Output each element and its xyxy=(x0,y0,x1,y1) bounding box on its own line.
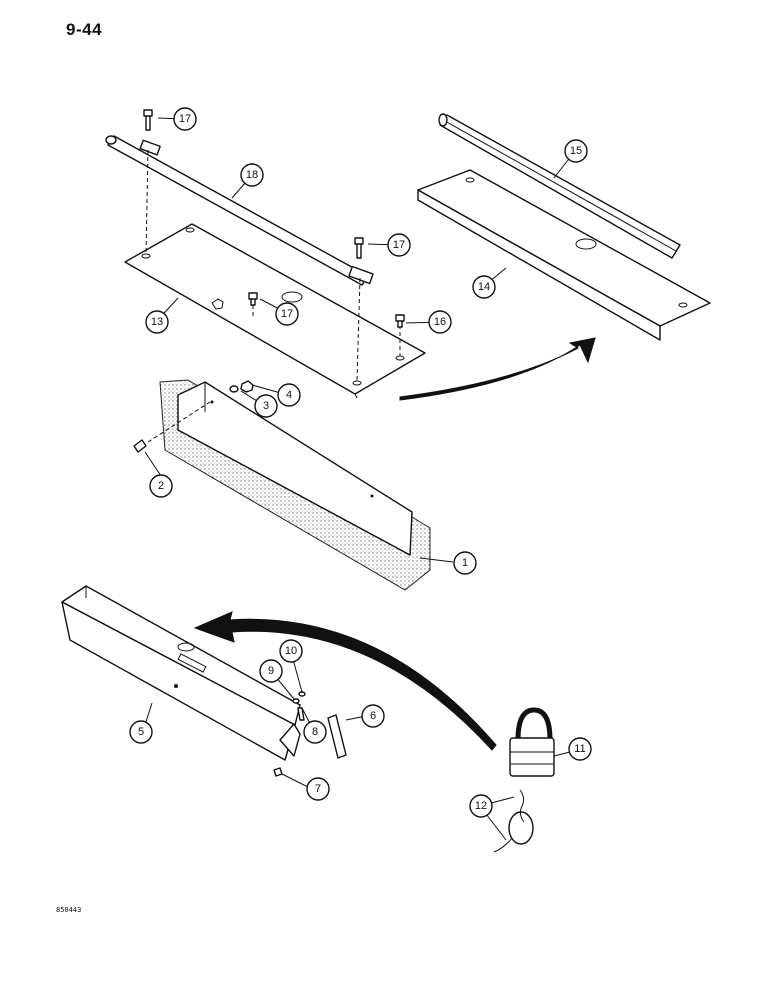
callout-5: 5 xyxy=(129,720,153,744)
callout-17-top: 17 xyxy=(173,107,197,131)
svg-text:17: 17 xyxy=(281,308,293,320)
svg-text:4: 4 xyxy=(286,389,292,401)
callout-17-right: 17 xyxy=(387,233,411,257)
svg-text:11: 11 xyxy=(574,743,585,755)
callout-4: 4 xyxy=(277,383,301,407)
callout-10: 10 xyxy=(279,639,303,663)
svg-text:13: 13 xyxy=(151,316,163,328)
screw-nut-washer xyxy=(133,380,254,453)
channel-bracket xyxy=(417,169,711,341)
mounting-plate xyxy=(124,223,426,399)
chain-link xyxy=(493,789,534,853)
callout-18: 18 xyxy=(240,163,264,187)
svg-text:1: 1 xyxy=(462,557,468,569)
svg-text:10: 10 xyxy=(285,645,297,657)
svg-text:17: 17 xyxy=(393,239,405,251)
svg-text:8: 8 xyxy=(312,726,318,738)
cover xyxy=(61,585,301,761)
callout-15: 15 xyxy=(564,139,588,163)
callout-12: 12 xyxy=(469,794,493,818)
svg-text:7: 7 xyxy=(315,783,321,795)
page-number: 9-44 xyxy=(66,20,103,39)
handle-rod xyxy=(105,135,374,286)
svg-text:14: 14 xyxy=(478,281,490,293)
callout-6: 6 xyxy=(361,704,385,728)
svg-text:12: 12 xyxy=(475,800,487,812)
svg-text:2: 2 xyxy=(158,480,164,492)
callout-16: 16 xyxy=(428,310,452,334)
svg-text:9: 9 xyxy=(268,665,274,677)
callout-7: 7 xyxy=(306,777,330,801)
svg-text:15: 15 xyxy=(570,145,582,157)
bolts-upper xyxy=(143,109,405,381)
figure-code: 850443 xyxy=(56,906,82,914)
svg-text:16: 16 xyxy=(434,316,446,328)
callout-17-middle: 17 xyxy=(275,302,299,326)
svg-text:3: 3 xyxy=(263,400,269,412)
svg-text:17: 17 xyxy=(179,113,191,125)
callout-11: 11 xyxy=(568,737,592,761)
svg-text:5: 5 xyxy=(138,726,144,738)
transition-arrow-upper xyxy=(399,337,596,401)
transition-arrow-lower xyxy=(193,611,497,751)
callout-2: 2 xyxy=(149,474,173,498)
callout-8: 8 xyxy=(303,720,327,744)
callout-9: 9 xyxy=(259,659,283,683)
svg-text:18: 18 xyxy=(246,169,258,181)
callout-14: 14 xyxy=(472,275,496,299)
small-hardware xyxy=(273,691,347,777)
rail xyxy=(438,113,681,259)
seal-strip xyxy=(159,379,431,591)
callout-13: 13 xyxy=(145,310,169,334)
svg-text:6: 6 xyxy=(370,710,376,722)
callout-3: 3 xyxy=(254,394,278,418)
callout-1: 1 xyxy=(453,551,477,575)
padlock xyxy=(509,707,555,777)
